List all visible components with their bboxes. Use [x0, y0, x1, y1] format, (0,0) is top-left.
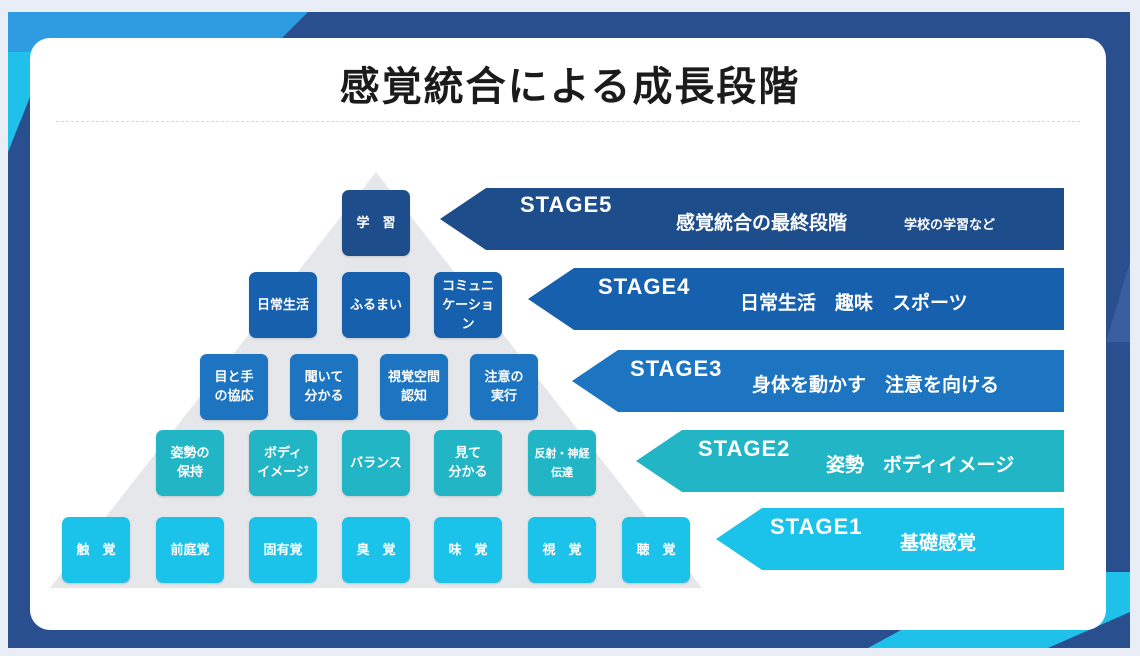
stage4-label: STAGE4	[598, 274, 691, 299]
pyramid-box-behavior: ふるまい	[342, 272, 410, 338]
pyramid-box-sight: 視 覚	[528, 517, 596, 583]
pyramid-box-proprioception: 固有覚	[249, 517, 317, 583]
pyramid-box-visual-spatial: 視覚空間 認知	[380, 354, 448, 420]
pyramid-box-visual-understanding: 見て 分かる	[434, 430, 502, 496]
pyramid-box-communication: コミュニ ケーション	[434, 272, 502, 338]
pyramid-box-smell: 臭 覚	[342, 517, 410, 583]
pyramid-box-daily-life: 日常生活	[249, 272, 317, 338]
pyramid-box-taste: 味 覚	[434, 517, 502, 583]
stage3-banner: STAGE3 身体を動かす 注意を向ける	[572, 350, 1064, 412]
stage4-text: 日常生活 趣味 スポーツ	[740, 292, 968, 314]
pyramid-box-reflex: 反射・神経 伝達	[528, 430, 596, 496]
pyramid-box-hearing: 聴 覚	[622, 517, 690, 583]
stage5-subtext: 学校の学習など	[904, 218, 996, 233]
title-divider	[56, 121, 1080, 122]
pyramid-box-study: 学 習	[342, 190, 410, 256]
stage5-label: STAGE5	[520, 192, 613, 217]
stage1-banner: STAGE1 基礎感覚	[716, 508, 1064, 570]
stage5-text: 感覚統合の最終段階	[676, 212, 848, 234]
pyramid-box-balance: バランス	[342, 430, 410, 496]
pyramid-box-touch: 触 覚	[62, 517, 130, 583]
pyramid-box-attention: 注意の 実行	[470, 354, 538, 420]
stage4-banner: STAGE4 日常生活 趣味 スポーツ	[528, 268, 1064, 330]
pyramid-box-body-image: ボディ イメージ	[249, 430, 317, 496]
stage1-label: STAGE1	[770, 514, 863, 539]
stage2-label: STAGE2	[698, 436, 791, 461]
stage2-text: 姿勢 ボディイメージ	[826, 454, 1015, 476]
stage1-text: 基礎感覚	[900, 532, 977, 554]
page-title: 感覚統合による成長段階	[339, 64, 801, 110]
pyramid-box-listening: 聞いて 分かる	[290, 354, 358, 420]
pyramid-box-vestibular: 前庭覚	[156, 517, 224, 583]
stage5-banner: STAGE5 感覚統合の最終段階 学校の学習など	[440, 188, 1064, 250]
stage2-banner: STAGE2 姿勢 ボディイメージ	[636, 430, 1064, 492]
pyramid-box-eye-hand: 目と手 の協応	[200, 354, 268, 420]
stage3-text: 身体を動かす 注意を向ける	[752, 374, 1000, 396]
pyramid-box-posture: 姿勢の 保持	[156, 430, 224, 496]
stage3-label: STAGE3	[630, 356, 723, 381]
